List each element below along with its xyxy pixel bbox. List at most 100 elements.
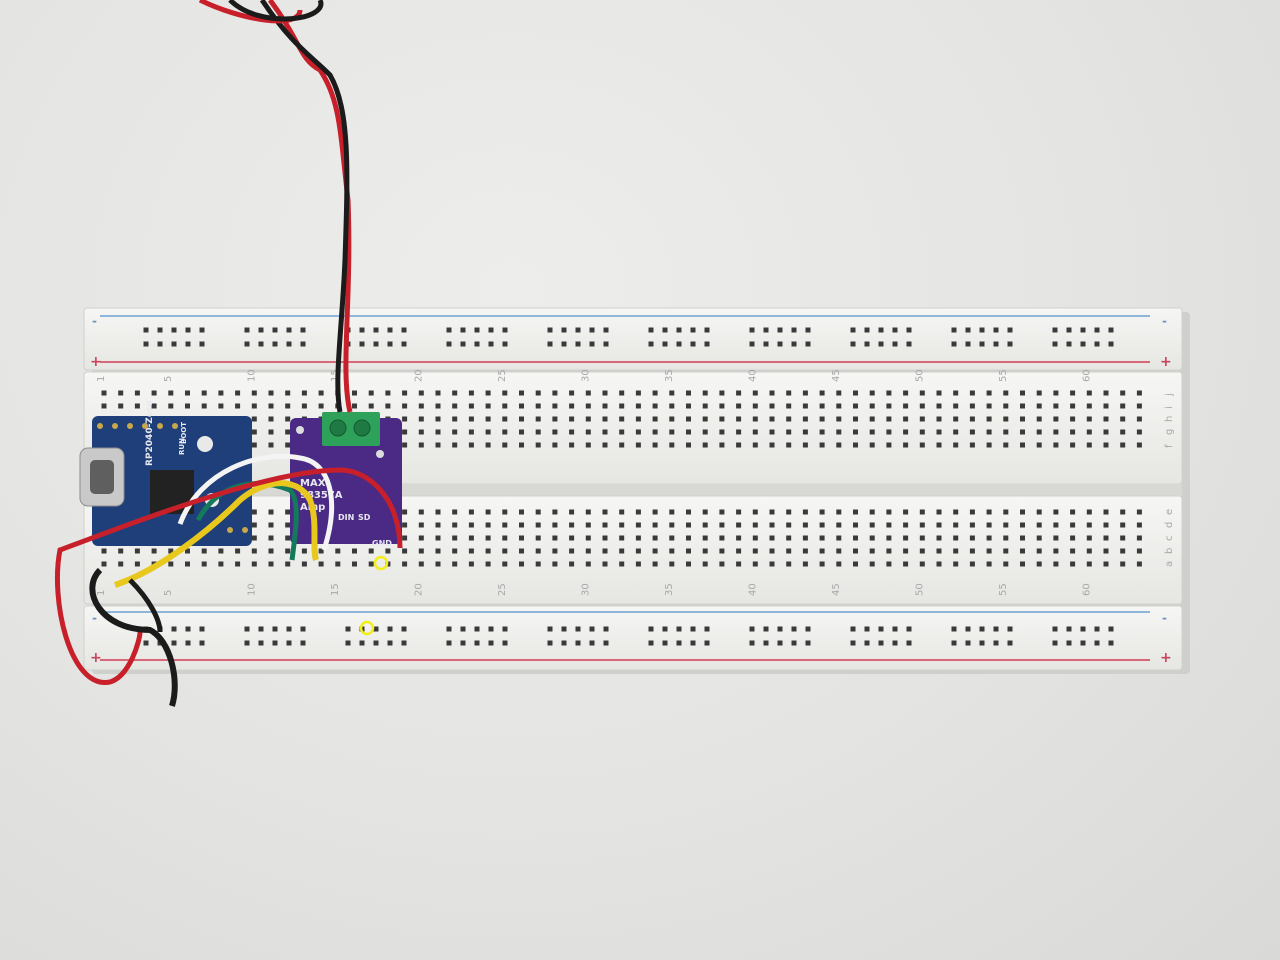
breadboard-hole[interactable] <box>446 327 452 333</box>
breadboard-hole[interactable] <box>251 442 257 448</box>
breadboard-hole[interactable] <box>387 327 393 333</box>
breadboard-hole[interactable] <box>906 640 912 646</box>
breadboard-hole[interactable] <box>1007 640 1013 646</box>
breadboard-hole[interactable] <box>569 390 575 396</box>
breadboard-hole[interactable] <box>1103 390 1109 396</box>
breadboard-hole[interactable] <box>1070 561 1076 567</box>
breadboard-hole[interactable] <box>969 390 975 396</box>
breadboard-hole[interactable] <box>719 509 725 515</box>
breadboard-hole[interactable] <box>460 626 466 632</box>
breadboard-hole[interactable] <box>1103 403 1109 409</box>
breadboard-hole[interactable] <box>435 509 441 515</box>
breadboard-hole[interactable] <box>986 403 992 409</box>
breadboard-hole[interactable] <box>285 548 291 554</box>
breadboard-hole[interactable] <box>519 561 524 567</box>
breadboard-hole[interactable] <box>769 390 775 396</box>
breadboard-hole[interactable] <box>1080 640 1086 646</box>
breadboard-hole[interactable] <box>519 429 524 435</box>
breadboard-hole[interactable] <box>702 522 708 528</box>
breadboard-hole[interactable] <box>502 429 508 435</box>
breadboard-hole[interactable] <box>251 390 257 396</box>
breadboard-hole[interactable] <box>736 509 742 515</box>
breadboard-hole[interactable] <box>1053 442 1059 448</box>
breadboard-hole[interactable] <box>151 390 157 396</box>
breadboard-hole[interactable] <box>1103 548 1109 554</box>
breadboard-hole[interactable] <box>892 341 898 347</box>
breadboard-hole[interactable] <box>561 341 567 347</box>
breadboard-hole[interactable] <box>936 535 942 541</box>
breadboard-hole[interactable] <box>1086 429 1092 435</box>
breadboard-hole[interactable] <box>235 403 241 409</box>
breadboard-hole[interactable] <box>777 640 783 646</box>
jumper-wire-black-short[interactable] <box>128 578 163 633</box>
breadboard-hole[interactable] <box>502 390 508 396</box>
breadboard-hole[interactable] <box>702 535 708 541</box>
breadboard-hole[interactable] <box>418 442 424 448</box>
breadboard-hole[interactable] <box>373 327 379 333</box>
breadboard-hole[interactable] <box>635 416 641 422</box>
breadboard-hole[interactable] <box>736 561 742 567</box>
breadboard-hole[interactable] <box>218 390 224 396</box>
breadboard-hole[interactable] <box>1120 561 1126 567</box>
breadboard-hole[interactable] <box>218 403 224 409</box>
breadboard-hole[interactable] <box>535 416 541 422</box>
breadboard-hole[interactable] <box>452 522 458 528</box>
breadboard-hole[interactable] <box>301 390 307 396</box>
breadboard-hole[interactable] <box>118 390 124 396</box>
breadboard-hole[interactable] <box>736 442 742 448</box>
breadboard-hole[interactable] <box>585 548 591 554</box>
breadboard-hole[interactable] <box>143 640 149 646</box>
breadboard-hole[interactable] <box>535 403 541 409</box>
breadboard-hole[interactable] <box>986 548 992 554</box>
breadboard-hole[interactable] <box>575 640 581 646</box>
breadboard-hole[interactable] <box>864 640 870 646</box>
breadboard-hole[interactable] <box>385 548 391 554</box>
breadboard-hole[interactable] <box>652 522 658 528</box>
breadboard-hole[interactable] <box>704 626 710 632</box>
breadboard-hole[interactable] <box>1052 626 1058 632</box>
breadboard-hole[interactable] <box>485 509 491 515</box>
breadboard-hole[interactable] <box>903 561 909 567</box>
breadboard-hole[interactable] <box>752 416 758 422</box>
breadboard-hole[interactable] <box>1103 429 1109 435</box>
breadboard-hole[interactable] <box>648 640 654 646</box>
breadboard-hole[interactable] <box>669 442 675 448</box>
breadboard-hole[interactable] <box>1103 535 1109 541</box>
breadboard-hole[interactable] <box>869 522 875 528</box>
breadboard-hole[interactable] <box>199 327 205 333</box>
breadboard-hole[interactable] <box>1086 548 1092 554</box>
breadboard-hole[interactable] <box>869 416 875 422</box>
breadboard-hole[interactable] <box>669 416 675 422</box>
breadboard-hole[interactable] <box>368 390 374 396</box>
breadboard-hole[interactable] <box>1053 535 1059 541</box>
breadboard-hole[interactable] <box>244 327 250 333</box>
breadboard-hole[interactable] <box>418 522 424 528</box>
breadboard-hole[interactable] <box>552 416 558 422</box>
breadboard-hole[interactable] <box>519 509 524 515</box>
breadboard-hole[interactable] <box>736 535 742 541</box>
breadboard-hole[interactable] <box>345 626 351 632</box>
breadboard-hole[interactable] <box>686 390 691 396</box>
breadboard-hole[interactable] <box>285 416 291 422</box>
breadboard-hole[interactable] <box>199 640 205 646</box>
breadboard-hole[interactable] <box>157 640 163 646</box>
breadboard-hole[interactable] <box>993 626 999 632</box>
breadboard-hole[interactable] <box>686 522 691 528</box>
breadboard-hole[interactable] <box>502 626 508 632</box>
breadboard-hole[interactable] <box>1120 535 1126 541</box>
breadboard-hole[interactable] <box>886 390 892 396</box>
breadboard-hole[interactable] <box>669 548 675 554</box>
breadboard-hole[interactable] <box>435 390 441 396</box>
breadboard-hole[interactable] <box>460 640 466 646</box>
breadboard-hole[interactable] <box>535 509 541 515</box>
breadboard-hole[interactable] <box>953 509 959 515</box>
breadboard-hole[interactable] <box>652 429 658 435</box>
breadboard-hole[interactable] <box>662 640 668 646</box>
breadboard-hole[interactable] <box>1070 416 1076 422</box>
breadboard-hole[interactable] <box>1086 403 1092 409</box>
breadboard-hole[interactable] <box>435 535 441 541</box>
breadboard-hole[interactable] <box>1020 535 1025 541</box>
breadboard-hole[interactable] <box>886 429 892 435</box>
breadboard-hole[interactable] <box>736 390 742 396</box>
breadboard-hole[interactable] <box>993 341 999 347</box>
